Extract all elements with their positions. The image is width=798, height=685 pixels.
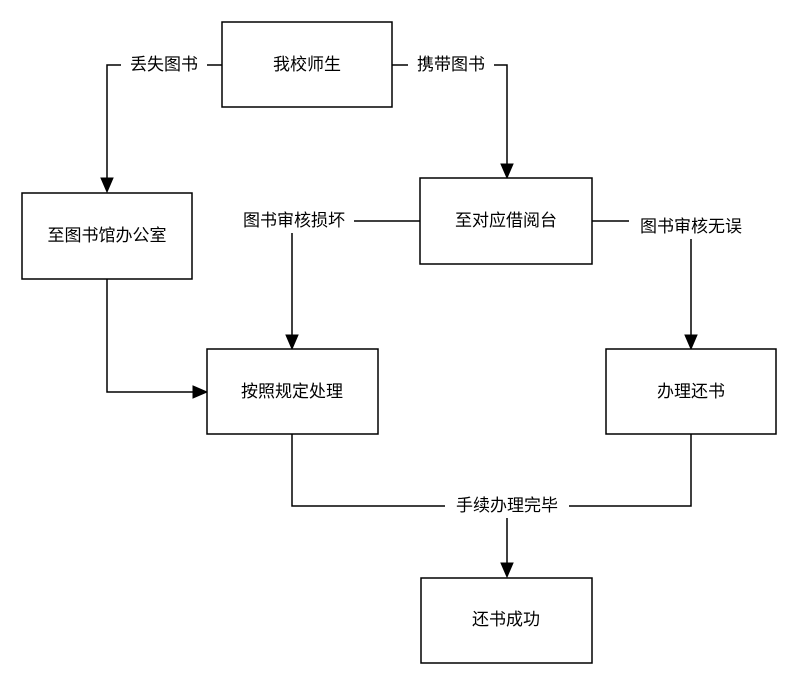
- arrowhead-icon: [192, 385, 209, 399]
- svg-text:我校师生: 我校师生: [273, 55, 341, 75]
- edge-office-to-handle: [106, 279, 209, 399]
- svg-text:还书成功: 还书成功: [472, 610, 540, 630]
- edge-review-ok: [592, 220, 698, 351]
- node-teachers-students: 我校师生: [221, 21, 393, 108]
- svg-text:图书审核损坏: 图书审核损坏: [243, 211, 345, 231]
- node-library-office: 至图书馆办公室: [21, 192, 193, 280]
- node-circulation-desk: 至对应借阅台: [419, 177, 593, 265]
- node-return-success: 还书成功: [420, 577, 593, 664]
- edge-lost-book: [100, 64, 222, 194]
- arrowhead-icon: [500, 163, 514, 180]
- arrowhead-icon: [684, 334, 698, 351]
- svg-text:至对应借阅台: 至对应借阅台: [455, 211, 557, 231]
- arrowhead-icon: [285, 334, 299, 351]
- edge-label-review-ok: 图书审核无误: [629, 215, 753, 239]
- edge-carry-book: [392, 64, 514, 180]
- svg-text:携带图书: 携带图书: [417, 55, 485, 75]
- edge-label-carry-book: 携带图书: [408, 53, 494, 77]
- svg-text:办理还书: 办理还书: [657, 382, 725, 402]
- svg-text:图书审核无误: 图书审核无误: [640, 217, 742, 237]
- edge-label-lost-book: 丢失图书: [121, 53, 207, 77]
- edge-label-procedures-done: 手续办理完毕: [445, 494, 569, 518]
- svg-text:手续办理完毕: 手续办理完毕: [456, 496, 558, 516]
- edge-review-damaged: [285, 220, 420, 351]
- svg-text:按照规定处理: 按照规定处理: [241, 382, 343, 402]
- svg-text:至图书馆办公室: 至图书馆办公室: [48, 226, 167, 246]
- node-handle-by-rules: 按照规定处理: [206, 348, 379, 435]
- svg-text:丢失图书: 丢失图书: [130, 55, 198, 75]
- node-process-return: 办理还书: [605, 348, 777, 435]
- arrowhead-icon: [500, 562, 514, 579]
- edge-label-review-damaged: 图书审核损坏: [234, 209, 354, 233]
- arrowhead-icon: [100, 177, 114, 194]
